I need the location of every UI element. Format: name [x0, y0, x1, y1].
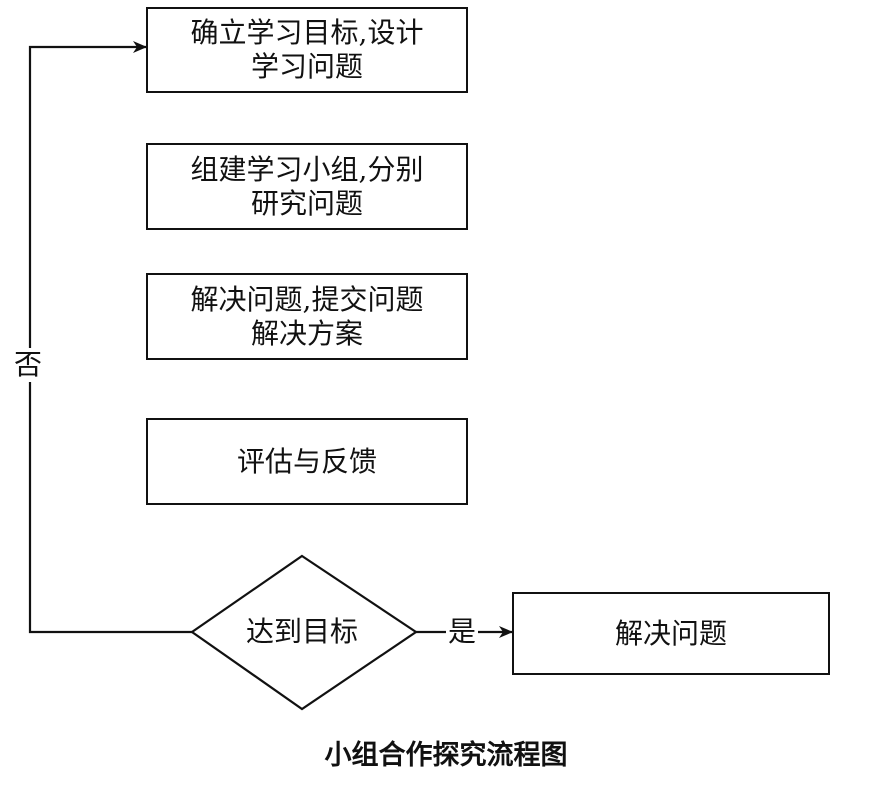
- step-box-3: 解决问题,提交问题 解决方案: [146, 273, 468, 360]
- step-4-label: 评估与反馈: [236, 444, 377, 478]
- step-2-line-2: 研究问题: [250, 186, 363, 220]
- step-3-line-2: 解决方案: [250, 316, 363, 350]
- step-box-1: 确立学习目标,设计 学习问题: [146, 7, 468, 93]
- decision-diamond: [190, 554, 418, 711]
- result-box: 解决问题: [512, 592, 830, 675]
- step-box-4: 评估与反馈: [146, 418, 468, 505]
- result-label: 解决问题: [614, 616, 727, 650]
- step-1-line-1: 确立学习目标,设计: [190, 16, 424, 49]
- step-box-2: 组建学习小组,分别 研究问题: [146, 143, 468, 230]
- yes-edge-label: 是: [448, 615, 477, 648]
- no-loop-line: [28, 41, 192, 634]
- step-2-line-1: 组建学习小组,分别: [190, 152, 424, 186]
- no-edge-label: 否: [14, 348, 43, 382]
- diagram-caption: 小组合作探究流程图: [324, 740, 568, 771]
- step-1-line-2: 学习问题: [250, 50, 363, 83]
- decision-label: 达到目标: [245, 615, 358, 648]
- step-3-line-1: 解决问题,提交问题: [190, 282, 424, 316]
